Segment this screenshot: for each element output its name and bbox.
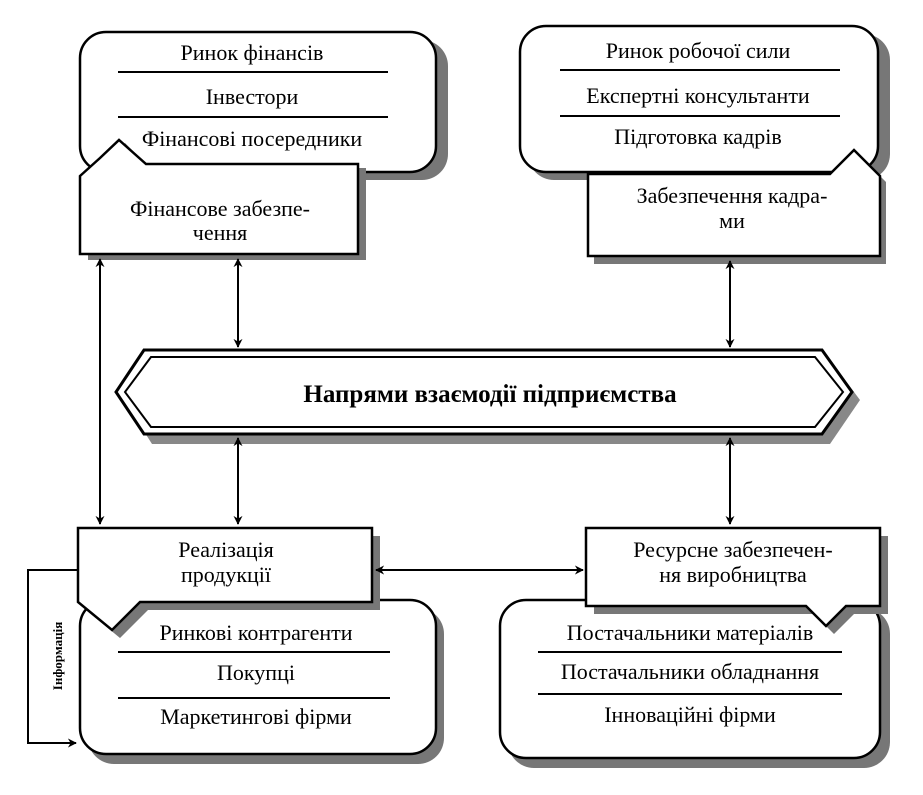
item-market-counterparties: Ринкові контрагенти	[159, 620, 352, 645]
function-financial-line2: чення	[193, 220, 248, 245]
information-feedback-line	[27, 569, 78, 748]
banner-inner	[123, 356, 845, 428]
function-resources-line2: ня виробництва	[659, 562, 807, 587]
function-personnel-line2: ми	[719, 208, 745, 233]
item-labor-market: Ринок робочої сили	[606, 38, 791, 63]
function-box	[586, 148, 882, 258]
function-personnel-line1: Забезпечення кадра-	[637, 183, 828, 208]
function-financial-line1: Фінансове забезпе-	[130, 196, 310, 221]
rounded-box	[518, 24, 880, 174]
group-sales: Реалізація продукції Ринкові контрагенти…	[76, 526, 444, 764]
item-financial-intermediaries: Фінансові посередники	[142, 126, 363, 151]
group-personnel: Ринок робочої сили Експертні консультант…	[518, 24, 890, 264]
function-box	[584, 526, 882, 628]
center-title: Напрями взаємодії підприємства	[303, 381, 677, 408]
item-expert-consultants: Експертні консультанти	[586, 83, 810, 108]
function-box	[78, 138, 360, 256]
item-equipment-suppliers: Постачальники обладнання	[561, 659, 819, 684]
function-box	[76, 526, 374, 632]
item-investors: Інвестори	[206, 84, 299, 109]
item-buyers: Покупці	[217, 660, 295, 685]
group-financial: Ринок фінансів Інвестори Фінансові посер…	[78, 30, 448, 260]
function-resources-line1: Ресурсне забезпечен-	[633, 537, 833, 562]
function-sales-line2: продукції	[181, 562, 272, 587]
group-resources: Ресурсне забезпечен- ня виробництва Пост…	[498, 526, 890, 768]
information-label: Інформація	[50, 622, 65, 690]
function-sales-line1: Реалізація	[178, 537, 274, 562]
item-innovative-firms: Інноваційні фірми	[604, 702, 776, 727]
item-financial-market: Ринок фінансів	[181, 40, 324, 65]
item-material-suppliers: Постачальники матеріалів	[567, 620, 813, 645]
connectors	[27, 258, 735, 748]
center-banner: Напрями взаємодії підприємства	[114, 348, 860, 444]
item-personnel-training: Підготовка кадрів	[614, 124, 782, 149]
item-marketing-firms: Маркетингові фірми	[160, 704, 352, 729]
